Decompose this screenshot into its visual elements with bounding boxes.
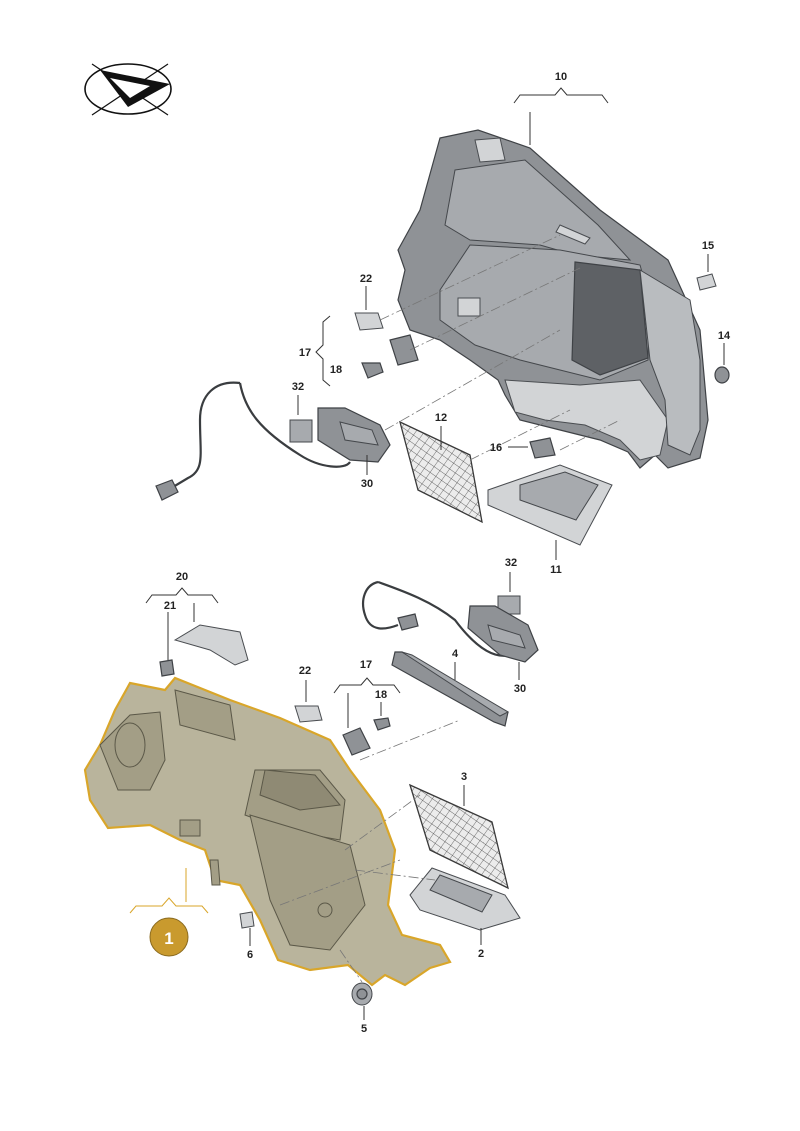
label-32-lower: 32: [505, 557, 517, 569]
label-17-lower: 17: [360, 659, 372, 671]
label-22-upper: 22: [360, 273, 372, 285]
lower-cable-harness: [361, 580, 511, 657]
part-1-badge: [129, 868, 209, 957]
part-5-grommet: [351, 982, 373, 1020]
label-20: 20: [176, 571, 188, 583]
label-11: 11: [550, 564, 562, 576]
upper-cable-harness: [155, 381, 351, 501]
label-32-upper: 32: [292, 381, 304, 393]
leader-10: [513, 87, 609, 145]
part-2-tray: [409, 867, 521, 945]
label-14: 14: [718, 330, 731, 342]
label-21: 21: [164, 600, 176, 612]
label-16: 16: [490, 442, 502, 454]
part-14-grommet: [714, 343, 730, 384]
part-32-lower: [497, 572, 521, 615]
label-18-upper: 18: [330, 364, 342, 376]
part-16-plug: [508, 437, 556, 459]
part-3-net: [408, 783, 509, 890]
part-11-tray: [487, 464, 613, 560]
upper-dash-lines: [379, 234, 621, 461]
part-1-side-trim-highlighted: [83, 676, 452, 987]
label-30-upper: 30: [361, 478, 373, 490]
part-4-strip: [391, 651, 510, 727]
part-22-lower: [294, 680, 323, 723]
leader-20: [145, 587, 219, 604]
part-30-lower: [467, 605, 539, 680]
part-10-side-trim: [397, 129, 709, 469]
part-21-bracket: [159, 603, 249, 677]
label-30-lower: 30: [514, 683, 526, 695]
label-4: 4: [452, 648, 459, 660]
label-6: 6: [247, 949, 253, 961]
part-22-upper: [354, 286, 384, 331]
label-18-lower: 18: [375, 689, 387, 701]
label-17-upper: 17: [299, 347, 311, 359]
part-30-upper: [317, 407, 391, 475]
part-15-clip: [696, 254, 717, 291]
label-2: 2: [478, 948, 484, 960]
label-12: 12: [435, 412, 447, 424]
part-17-upper: [315, 315, 419, 387]
part-32-upper: [289, 395, 313, 443]
label-3: 3: [461, 771, 467, 783]
label-15: 15: [702, 240, 714, 252]
label-1: 1: [164, 929, 173, 948]
label-5: 5: [361, 1023, 367, 1035]
part-18-upper: [361, 362, 384, 379]
part-6-clip: [239, 911, 255, 946]
part-12-net: [399, 420, 483, 524]
lower-dash-lines: [279, 719, 461, 983]
paper-plane-ellipse-icon: [84, 63, 172, 116]
label-22-lower: 22: [299, 665, 311, 677]
part-18-lower: [373, 702, 391, 731]
part-17-lower: [333, 677, 401, 756]
label-10: 10: [555, 71, 567, 83]
